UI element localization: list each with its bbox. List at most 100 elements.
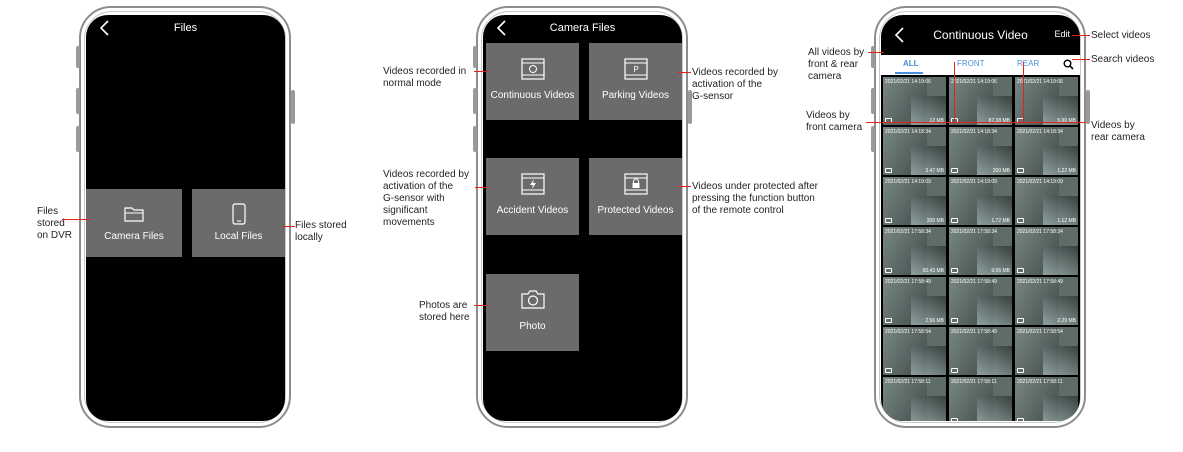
thumbnail-image [977, 396, 1012, 421]
svg-text:P: P [633, 65, 638, 74]
video-thumbnail[interactable]: 2021/02/21 17:58:11 [1015, 377, 1078, 421]
thumbnail-size: 3.47 MB [925, 168, 944, 174]
video-thumbnail[interactable]: 2021/02/21 17:58:54 [1015, 327, 1078, 375]
files-header: Files [86, 15, 285, 41]
thumbnail-image [977, 346, 1012, 375]
search-icon[interactable] [1063, 59, 1074, 70]
film-lightning-icon [520, 173, 545, 195]
side-button [473, 88, 477, 114]
local-files-button[interactable]: Local Files [192, 189, 285, 257]
thumbnail-image [911, 346, 946, 375]
annotation-parking: Videos recorded by activation of the G-s… [692, 67, 778, 102]
protected-videos-button[interactable]: Protected Videos [589, 158, 682, 235]
phone-bezel [84, 11, 286, 423]
film-parking-icon: P [623, 58, 648, 80]
thumbnail-timestamp: 2021/02/21 17:58:49 [885, 279, 931, 285]
video-camera-icon [885, 318, 892, 323]
folder-icon [124, 207, 144, 222]
video-thumbnail[interactable]: 2021/02/21 17:58:11 [883, 377, 946, 421]
parking-videos-button[interactable]: P Parking Videos [589, 43, 682, 120]
thumbnail-image [977, 96, 1012, 125]
annotation-files-on-dvr: Files stored on DVR [37, 206, 73, 241]
side-button [871, 126, 875, 152]
thumbnail-timestamp: 2021/02/21 17:58:54 [885, 329, 931, 335]
thumbnail-image [1043, 346, 1078, 375]
video-camera-icon [951, 218, 958, 223]
video-thumbnail[interactable]: 2021/02/21 17:58:49 2.56 MB [883, 277, 946, 325]
video-camera-icon [951, 268, 958, 273]
thumbnail-timestamp: 2021/02/21 14:19:09 [885, 179, 931, 185]
side-button [1086, 90, 1090, 124]
video-thumbnail[interactable]: 2021/02/21 14:19:06 5.90 MB [1015, 77, 1078, 125]
camera-files-button[interactable]: Camera Files [86, 189, 182, 257]
continuous-videos-button[interactable]: Continuous Videos [486, 43, 579, 120]
annotation-line [866, 122, 1086, 123]
video-camera-icon [1017, 368, 1024, 373]
video-camera-icon [885, 418, 892, 421]
photo-label: Photo [519, 321, 546, 332]
phone-files: Files Camera Files Local Files [76, 6, 295, 428]
back-icon[interactable] [891, 26, 909, 44]
video-camera-icon [885, 168, 892, 173]
annotation-protected: Videos under protected after pressing th… [692, 181, 819, 216]
thumbnail-timestamp: 2021/02/21 14:18:34 [951, 129, 997, 135]
annotation-line [678, 72, 691, 73]
side-button [871, 46, 875, 68]
tab-front[interactable]: FRONT [957, 59, 985, 68]
thumbnail-image [1043, 146, 1078, 175]
thumbnail-timestamp: 2021/02/21 17:58:11 [1017, 379, 1063, 385]
tab-all-underline [895, 72, 923, 74]
thumbnail-image [911, 296, 946, 325]
thumbnail-image [1043, 246, 1078, 275]
phone-camera-files: Camera Files Continuous Videos P Parking… [473, 6, 692, 428]
thumbnail-timestamp: 2021/02/21 17:58:34 [885, 229, 931, 235]
video-thumbnail[interactable]: 2021/02/21 17:58:49 [949, 327, 1012, 375]
thumbnail-image [911, 196, 946, 225]
annotation-line [62, 219, 90, 220]
video-thumbnail[interactable]: 2021/02/21 17:58:54 [883, 327, 946, 375]
video-thumbnail[interactable]: 2021/02/21 17:58:11 [949, 377, 1012, 421]
accident-videos-label: Accident Videos [496, 205, 569, 216]
thumbnail-timestamp: 2021/02/21 14:19:06 [885, 79, 931, 85]
side-button [688, 90, 692, 124]
phone-icon [231, 203, 246, 225]
back-icon[interactable] [493, 19, 511, 37]
thumbnail-size: 1.22 MB [1057, 168, 1076, 174]
thumbnail-image [911, 396, 946, 421]
thumbnail-size: 2.56 MB [925, 318, 944, 324]
thumbnail-image [911, 146, 946, 175]
protected-videos-label: Protected Videos [597, 205, 674, 216]
side-button [76, 46, 80, 68]
video-thumbnail[interactable]: 2021/02/21 17:58:34 [1015, 227, 1078, 275]
video-thumbnail[interactable]: 2021/02/21 17:58:49 [949, 277, 1012, 325]
thumbnail-timestamp: 2021/02/21 17:58:49 [951, 329, 997, 335]
thumbnail-size: 1.72 MB [991, 218, 1010, 224]
thumbnail-size: 5.90 MB [1057, 118, 1076, 124]
edit-button[interactable]: Edit [1054, 29, 1070, 39]
page-title: Camera Files [549, 22, 616, 34]
thumbnail-timestamp: 2021/02/21 14:19:06 [1017, 79, 1063, 85]
photo-button[interactable]: Photo [486, 274, 579, 351]
back-icon[interactable] [96, 19, 114, 37]
side-button [76, 88, 80, 114]
thumbnail-image [1043, 296, 1078, 325]
thumbnail-timestamp: 2021/02/21 14:18:34 [885, 129, 931, 135]
annotation-line [474, 305, 488, 306]
tab-rear[interactable]: REAR [1017, 59, 1040, 68]
accident-videos-button[interactable]: Accident Videos [486, 158, 579, 235]
video-thumbnail[interactable]: 2021/02/21 14:18:34 3.47 MB [883, 127, 946, 175]
thumbnail-size: 87.38 MB [988, 118, 1010, 124]
tab-all[interactable]: ALL [903, 59, 919, 68]
annotation-files-local: Files stored locally [295, 220, 347, 243]
